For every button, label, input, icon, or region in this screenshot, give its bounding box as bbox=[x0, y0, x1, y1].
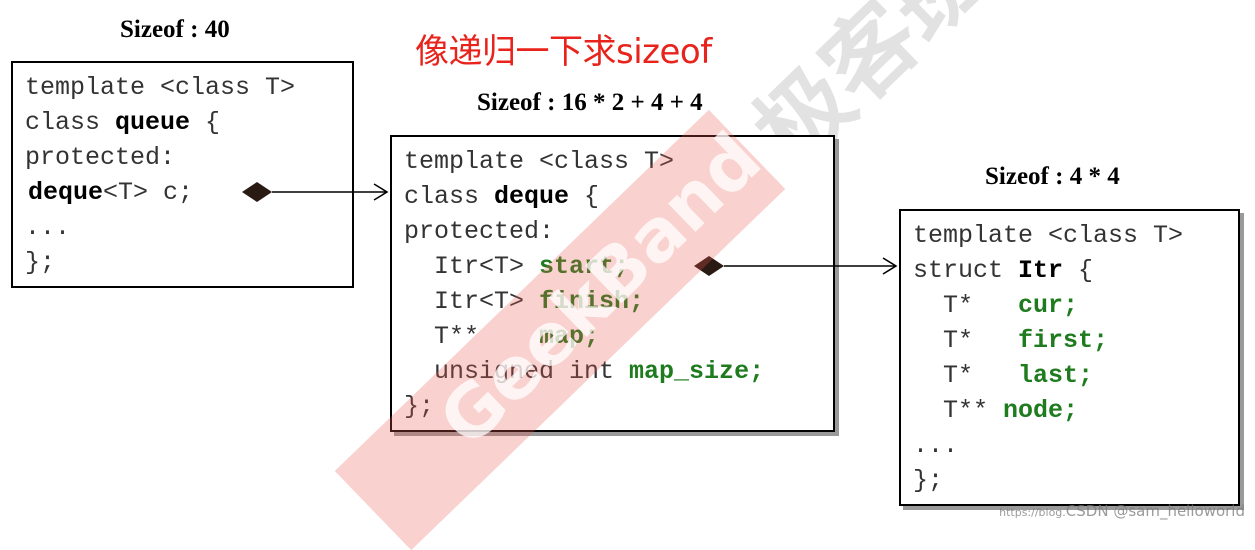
deque-class-keyword: class bbox=[404, 182, 495, 211]
deque-to-itr-link bbox=[694, 256, 898, 276]
deque-field-finish-name: finish; bbox=[539, 287, 645, 316]
queue-composition-diamond-icon bbox=[242, 182, 272, 202]
itr-struct-name: Itr bbox=[1018, 256, 1064, 285]
deque-to-itr-arrowhead-icon bbox=[882, 257, 898, 275]
queue-member-type: deque bbox=[28, 178, 104, 207]
deque-field-start: Itr<T> start; bbox=[404, 249, 629, 284]
queue-to-deque-link bbox=[242, 182, 389, 202]
csdn-credit: https://blog.CSDN @sam_helloworld bbox=[999, 502, 1245, 520]
itr-field-cur: T* cur; bbox=[913, 288, 1078, 323]
itr-close-line: }; bbox=[913, 466, 944, 495]
itr-field-first-type: T* bbox=[913, 326, 1019, 355]
deque-field-map-name: map; bbox=[539, 322, 600, 351]
queue-ellipsis-line: ... bbox=[25, 213, 71, 242]
itr-field-last-name: last; bbox=[1018, 361, 1094, 390]
queue-template-line: template <class T> bbox=[25, 73, 296, 102]
deque-template-line: template <class T> bbox=[404, 147, 675, 176]
credit-author: CSDN @sam_helloworld bbox=[1065, 502, 1245, 520]
queue-class-keyword: class bbox=[25, 108, 116, 137]
deque-field-map-size: unsigned int map_size; bbox=[404, 354, 764, 389]
itr-sizeof-label: Sizeof : 4 * 4 bbox=[985, 163, 1120, 190]
deque-field-map-type: T** bbox=[404, 322, 540, 351]
deque-composition-diamond-icon bbox=[694, 256, 724, 276]
itr-field-last-type: T* bbox=[913, 361, 1019, 390]
deque-field-map-size-type: unsigned int bbox=[404, 357, 630, 386]
deque-sizeof-label: Sizeof : 16 * 2 + 4 + 4 bbox=[477, 89, 703, 116]
deque-open-brace: { bbox=[569, 182, 600, 211]
itr-open-brace: { bbox=[1063, 256, 1094, 285]
deque-field-start-name: start; bbox=[539, 252, 630, 281]
queue-sizeof-label: Sizeof : 40 bbox=[120, 16, 230, 43]
itr-struct-box: template <class T> struct Itr { T* cur; … bbox=[899, 209, 1240, 506]
queue-to-deque-arrowhead-icon bbox=[373, 183, 389, 201]
credit-url: https://blog. bbox=[999, 506, 1066, 519]
itr-field-node-type: T** bbox=[913, 396, 1004, 425]
queue-class-name: queue bbox=[115, 108, 191, 137]
itr-field-node-name: node; bbox=[1003, 396, 1079, 425]
queue-open-brace: { bbox=[190, 108, 221, 137]
deque-field-finish-type: Itr<T> bbox=[404, 287, 540, 316]
itr-template-line: template <class T> bbox=[913, 221, 1184, 250]
itr-field-first: T* first; bbox=[913, 323, 1108, 358]
itr-struct-keyword: struct bbox=[913, 256, 1019, 285]
deque-class-box: template <class T> class deque { protect… bbox=[390, 135, 835, 432]
deque-protected-line: protected: bbox=[404, 217, 555, 246]
composition-arrows bbox=[242, 182, 898, 276]
queue-class-box: template <class T> class queue { protect… bbox=[11, 61, 354, 288]
deque-class-name: deque bbox=[494, 182, 570, 211]
itr-struct-line: struct Itr { bbox=[913, 253, 1093, 288]
itr-field-node: T** node; bbox=[913, 393, 1078, 428]
queue-close-line: }; bbox=[25, 248, 56, 277]
queue-protected-line: protected: bbox=[25, 143, 176, 172]
headline: 像递归一下求sizeof bbox=[415, 32, 712, 72]
deque-class-line: class deque { bbox=[404, 179, 599, 214]
queue-member-rest: <T> c; bbox=[103, 178, 194, 207]
deque-field-map-size-name: map_size; bbox=[629, 357, 765, 386]
itr-ellipsis-line: ... bbox=[913, 431, 959, 460]
deque-field-map: T** map; bbox=[404, 319, 599, 354]
itr-field-last: T* last; bbox=[913, 358, 1093, 393]
deque-close-line: }; bbox=[404, 392, 435, 421]
itr-field-first-name: first; bbox=[1018, 326, 1109, 355]
deque-field-start-type: Itr<T> bbox=[404, 252, 540, 281]
queue-class-line: class queue { bbox=[25, 105, 220, 140]
itr-field-cur-name: cur; bbox=[1018, 291, 1079, 320]
itr-field-cur-type: T* bbox=[913, 291, 1019, 320]
queue-member-line: deque<T> c; bbox=[28, 175, 193, 210]
deque-field-finish: Itr<T> finish; bbox=[404, 284, 644, 319]
